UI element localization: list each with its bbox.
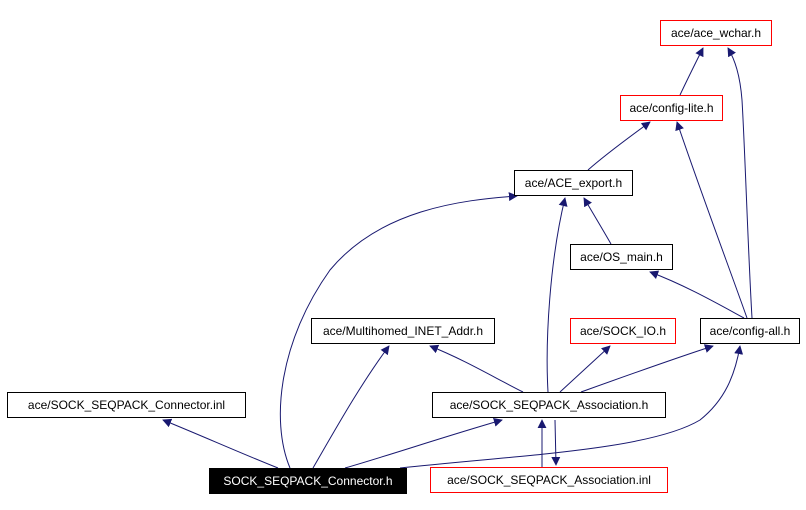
edge-config-all-to-os-main — [649, 270, 745, 319]
edge-connector-h-to-connector-inl — [162, 418, 279, 469]
edge-connector-h-to-multihomed — [312, 345, 390, 469]
node-sock-seqpack-association-h[interactable]: ace/SOCK_SEQPACK_Association.h — [432, 392, 666, 418]
edge-association-h-to-config-all — [580, 344, 714, 393]
edge-config-all-to-config-lite — [675, 121, 748, 319]
node-ace-wchar-h[interactable]: ace/ace_wchar.h — [660, 20, 772, 46]
edge-association-h-to-multihomed — [429, 344, 524, 393]
edge-connector-h-to-ace-export — [279, 192, 518, 469]
edge-association-h-to-association-inl — [551, 419, 561, 466]
node-sock-seqpack-connector-inl[interactable]: ace/SOCK_SEQPACK_Connector.inl — [7, 392, 246, 418]
edge-connector-h-to-association-h — [344, 417, 503, 469]
node-sock-seqpack-connector-h-root[interactable]: SOCK_SEQPACK_Connector.h — [209, 468, 407, 494]
node-multihomed-inet-addr-h[interactable]: ace/Multihomed_INET_Addr.h — [311, 318, 495, 344]
node-ace-export-h[interactable]: ace/ACE_export.h — [514, 170, 633, 196]
node-os-main-h[interactable]: ace/OS_main.h — [570, 244, 673, 270]
node-config-lite-h[interactable]: ace/config-lite.h — [620, 95, 723, 121]
edge-association-h-to-ace-export — [546, 197, 568, 393]
node-config-all-h[interactable]: ace/config-all.h — [700, 318, 800, 344]
edge-ace-export-to-config-lite — [587, 121, 651, 171]
edge-association-h-to-sock-io — [559, 345, 611, 393]
edge-connector-h-to-config-all — [399, 345, 744, 469]
edge-config-lite-to-ace-wchar — [679, 47, 704, 96]
node-sock-io-h[interactable]: ace/SOCK_IO.h — [570, 318, 676, 344]
edge-config-all-to-ace-wchar — [727, 47, 753, 319]
edge-os-main-to-ace-export — [583, 197, 612, 245]
node-sock-seqpack-association-inl[interactable]: ace/SOCK_SEQPACK_Association.inl — [430, 467, 668, 493]
